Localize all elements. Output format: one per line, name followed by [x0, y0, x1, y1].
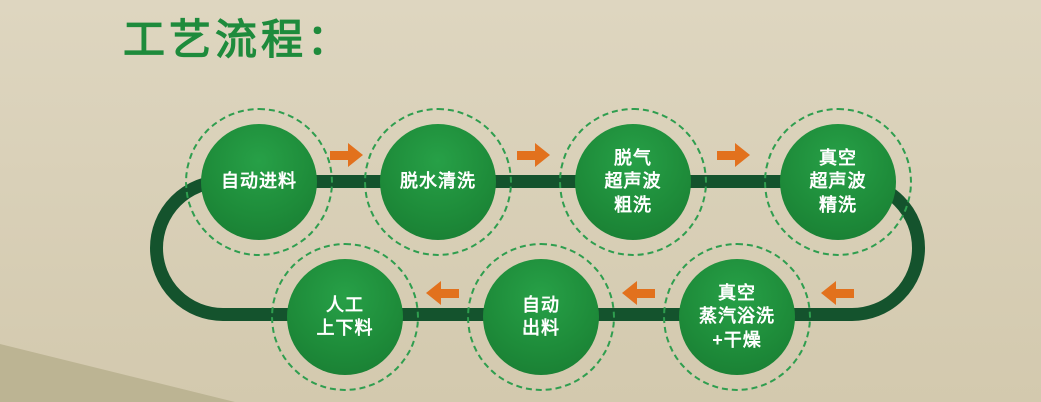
corner-decoration — [0, 344, 235, 402]
arrow-right-icon — [717, 143, 751, 167]
step-label: 蒸汽浴洗 — [699, 306, 775, 327]
flow-step-manual-load-unload: 人工 上下料 — [271, 243, 419, 391]
step-circle: 脱气 超声波 粗洗 — [575, 124, 691, 240]
dashed-ring — [467, 243, 615, 391]
step-label: 粗洗 — [614, 194, 652, 215]
step-circle: 自动进料 — [201, 124, 317, 240]
arrow-left-icon — [621, 281, 655, 305]
step-label: 人工 — [326, 294, 364, 315]
step-label: 超声波 — [604, 171, 662, 192]
arrow-left-icon — [820, 281, 854, 305]
flow-step-auto-feed: 自动进料 — [185, 108, 333, 256]
dashed-ring — [764, 108, 912, 256]
step-label: 精洗 — [819, 194, 857, 215]
flow-step-dewater-clean: 脱水清洗 — [364, 108, 512, 256]
step-circle: 人工 上下料 — [287, 259, 403, 375]
step-label: 真空 — [819, 147, 857, 168]
flow-step-degas-ultrasonic-rough: 脱气 超声波 粗洗 — [559, 108, 707, 256]
step-label: +干燥 — [712, 329, 762, 350]
step-label: 上下料 — [316, 318, 374, 338]
step-label: 自动进料 — [221, 171, 297, 192]
step-label: 出料 — [522, 318, 560, 338]
flow-step-vacuum-ultrasonic-fine: 真空 超声波 精洗 — [764, 108, 912, 256]
dashed-ring — [559, 108, 707, 256]
page-title: 工艺流程： — [123, 16, 354, 63]
arrow-right-icon — [330, 143, 364, 167]
step-circle: 自动 出料 — [483, 259, 599, 375]
step-label: 脱水清洗 — [400, 171, 476, 192]
step-circle: 真空 蒸汽浴洗 +干燥 — [679, 259, 795, 375]
arrow-right-icon — [517, 143, 551, 167]
step-label: 真空 — [718, 282, 756, 303]
step-label: 自动 — [522, 294, 560, 315]
dashed-ring — [271, 243, 419, 391]
flow-step-vacuum-steam-bath-dry: 真空 蒸汽浴洗 +干燥 — [663, 243, 811, 391]
dashed-ring — [663, 243, 811, 391]
step-circle: 脱水清洗 — [380, 124, 496, 240]
step-label: 脱气 — [614, 147, 652, 168]
step-label: 超声波 — [809, 171, 867, 192]
dashed-ring — [364, 108, 512, 256]
flow-step-auto-discharge: 自动 出料 — [467, 243, 615, 391]
step-circle: 真空 超声波 精洗 — [780, 124, 896, 240]
dashed-ring — [185, 108, 333, 256]
arrow-left-icon — [425, 281, 459, 305]
